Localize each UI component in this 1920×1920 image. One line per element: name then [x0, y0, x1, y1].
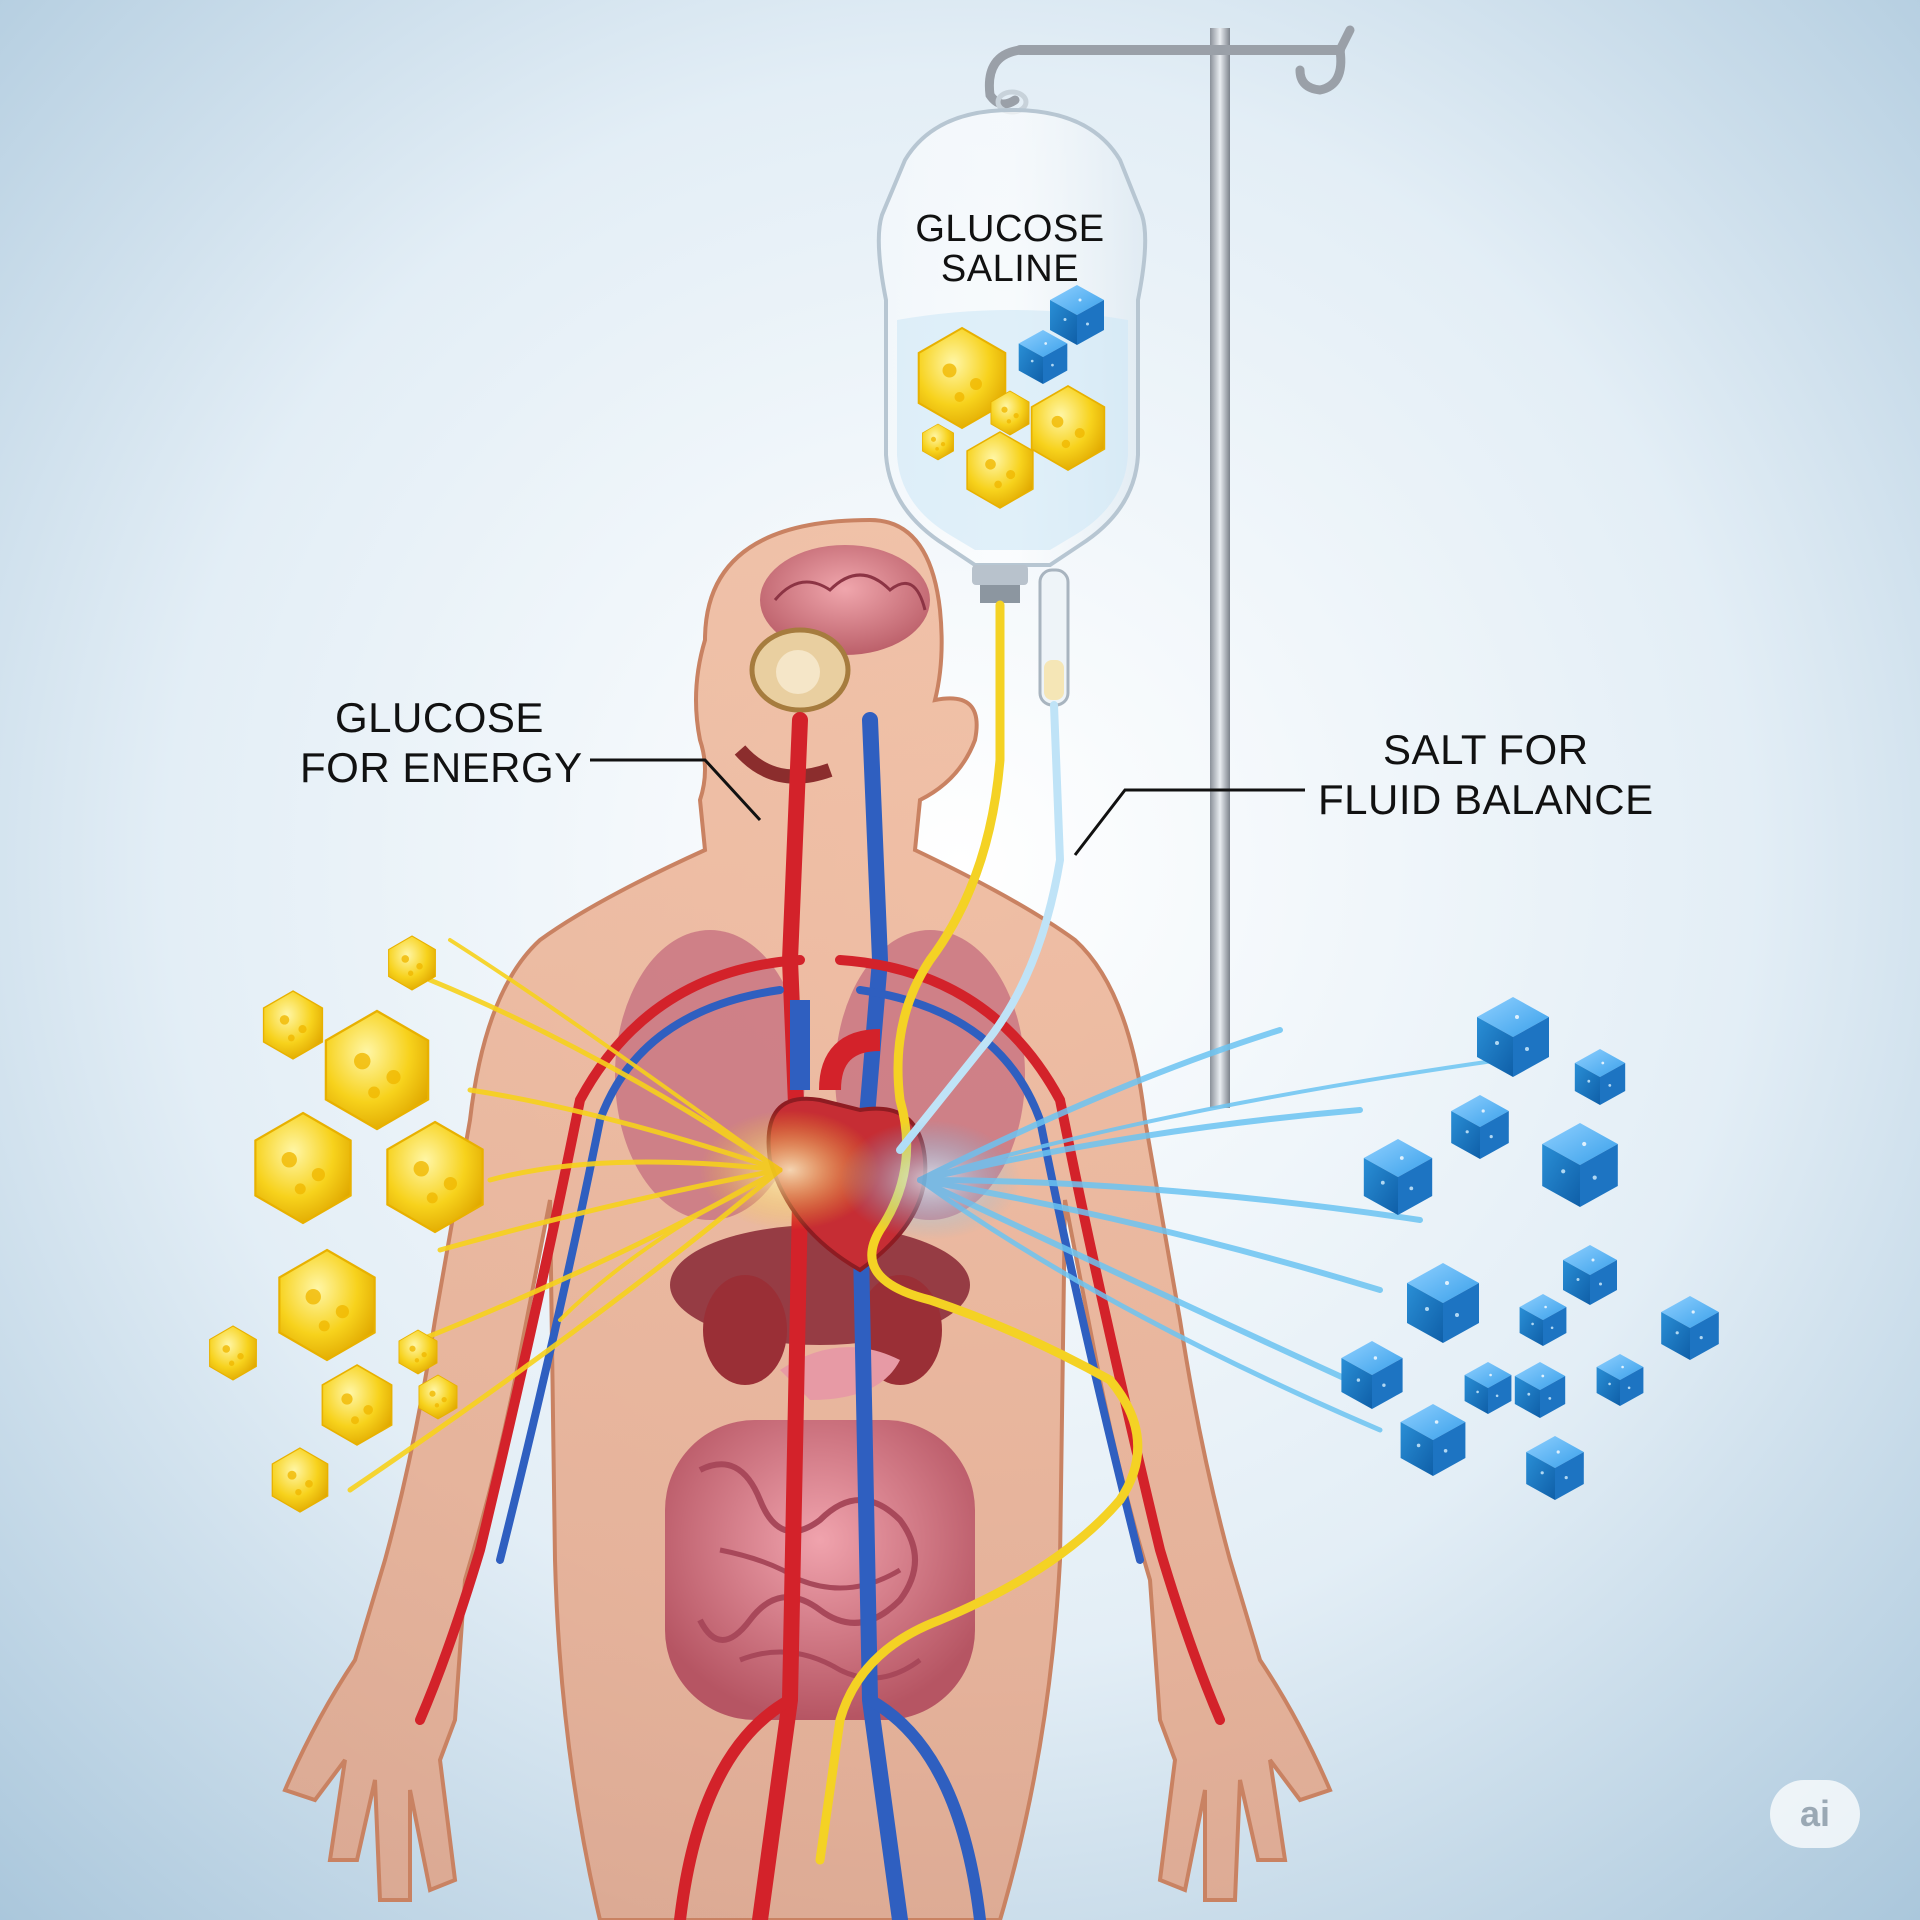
glucose-callout-line2: FOR ENERGY [300, 743, 583, 793]
glucose-callout: GLUCOSE FOR ENERGY [300, 693, 583, 794]
salt-callout: SALT FOR FLUID BALANCE [1318, 725, 1654, 826]
salt-callout-line2: FLUID BALANCE [1318, 775, 1654, 825]
salt-callout-line1: SALT FOR [1318, 725, 1654, 775]
iv-bag-label-line1: GLUCOSE [880, 210, 1140, 250]
glucose-callout-line1: GLUCOSE [300, 693, 583, 743]
iv-bag-label-line2: SALINE [880, 250, 1140, 290]
ai-watermark-badge: ai [1770, 1780, 1860, 1848]
iv-bag-label: GLUCOSE SALINE [880, 210, 1140, 290]
